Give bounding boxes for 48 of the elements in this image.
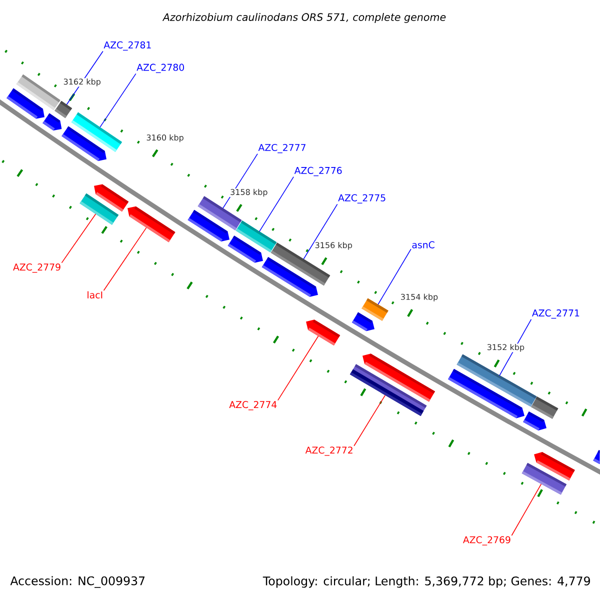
pointed-bar bbox=[128, 206, 176, 242]
pointed-bar bbox=[228, 236, 263, 263]
tick-label: 3154 kbp bbox=[400, 293, 438, 302]
gene-label: AZC_2776 bbox=[294, 166, 342, 176]
gene-bar bbox=[350, 364, 427, 416]
gene-bar bbox=[531, 396, 558, 419]
pointed-bar bbox=[188, 210, 230, 242]
gene-bar bbox=[54, 100, 72, 118]
gene-label: AZC_2779 bbox=[13, 264, 60, 273]
tick-label: 3152 kbp bbox=[486, 344, 525, 352]
gene-bar bbox=[362, 298, 388, 321]
pointed-bar bbox=[262, 257, 318, 297]
gene-label: asnC bbox=[412, 241, 434, 248]
gene-label: AZC_2774 bbox=[229, 401, 277, 410]
footer-text: Topology: circular; Length: 5,369,772 bp; Genes: 4,779 bbox=[262, 576, 590, 588]
tick-label: 3158 kbp bbox=[230, 188, 268, 198]
pointed-bar bbox=[352, 312, 374, 332]
gene-label: AZC_2780 bbox=[136, 64, 184, 73]
gene-bar bbox=[80, 193, 119, 225]
leader-line bbox=[103, 227, 147, 291]
leader-line bbox=[354, 394, 386, 446]
leader-line bbox=[303, 204, 338, 260]
tick-label: 3162 kbp bbox=[62, 78, 102, 87]
gene-label: AZC_2781 bbox=[104, 41, 151, 51]
gene-label: AZC_2775 bbox=[338, 194, 386, 204]
gene-label: AZC_2777 bbox=[258, 144, 306, 154]
pointed-bar bbox=[42, 113, 62, 131]
tick-label: 3160 kbp bbox=[146, 134, 184, 143]
leader-line bbox=[277, 336, 319, 401]
footer-text: Accession: NC_009937 bbox=[10, 576, 145, 588]
pointed-bar bbox=[306, 320, 340, 346]
gene-label: AZC_2772 bbox=[305, 446, 352, 456]
leader-line bbox=[100, 73, 136, 128]
leader-line bbox=[511, 484, 542, 536]
pointed-bar bbox=[448, 368, 524, 418]
tick-label: 3156 kbp bbox=[314, 242, 353, 250]
pointed-bar bbox=[62, 126, 106, 161]
gene-label: AZC_2769 bbox=[463, 536, 510, 546]
gene-bar bbox=[522, 462, 567, 495]
leader-line bbox=[378, 248, 412, 305]
title: Azorhizobium caulinodans ORS 571, complete genome bbox=[162, 13, 446, 23]
gene-label: AZC_2771 bbox=[532, 309, 580, 319]
pointed-bar bbox=[6, 88, 44, 119]
pointed-bar bbox=[523, 412, 546, 430]
pointed-bar bbox=[593, 450, 600, 464]
gene-label: lacI bbox=[88, 291, 102, 298]
leader-line bbox=[61, 214, 96, 264]
leader-line bbox=[259, 176, 294, 232]
